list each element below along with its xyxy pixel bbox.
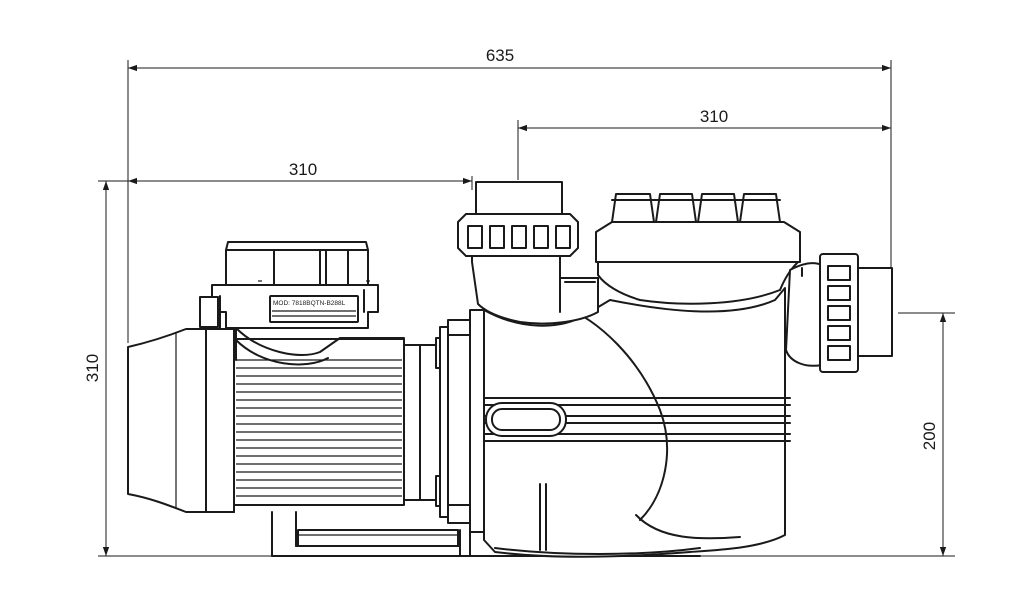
outlet-union-rib: [827, 325, 851, 341]
inlet-union-rib: [533, 225, 549, 249]
inlet-union-rib: [511, 225, 527, 249]
pump-volute: [483, 287, 791, 558]
outlet-union-rib: [827, 265, 851, 281]
outlet-union-rib: [827, 345, 851, 361]
inlet-union-rib: [467, 225, 483, 249]
dim-label-overall-length: 635: [486, 46, 514, 65]
dim-label-outlet-height: 200: [920, 422, 939, 450]
inlet-union-rib: [489, 225, 505, 249]
dim-label-motor-to-inlet: 310: [289, 160, 317, 179]
outlet-union-rib: [827, 285, 851, 301]
outlet-union: [785, 253, 893, 373]
dim-label-inlet-to-outlet: 310: [700, 107, 728, 126]
inlet-union: [457, 181, 599, 325]
inlet-union-rib: [555, 225, 571, 249]
motor-end-cap: [127, 328, 207, 513]
outlet-union-ribs: [827, 265, 851, 361]
outlet-union-rib: [827, 305, 851, 321]
dim-label-overall-height: 310: [83, 354, 102, 382]
inlet-union-ribs: [467, 225, 571, 249]
nameplate-model: MOD: 7818BQTN-B288L: [273, 300, 346, 307]
motor-body: [203, 328, 449, 513]
dimension-lines: 635 310 310 310 200: [83, 46, 955, 557]
terminal-box: MOD: 7818BQTN-B288L: [199, 241, 405, 366]
strainer-lid: [595, 193, 801, 305]
motor-cooling-fins: [236, 359, 402, 497]
